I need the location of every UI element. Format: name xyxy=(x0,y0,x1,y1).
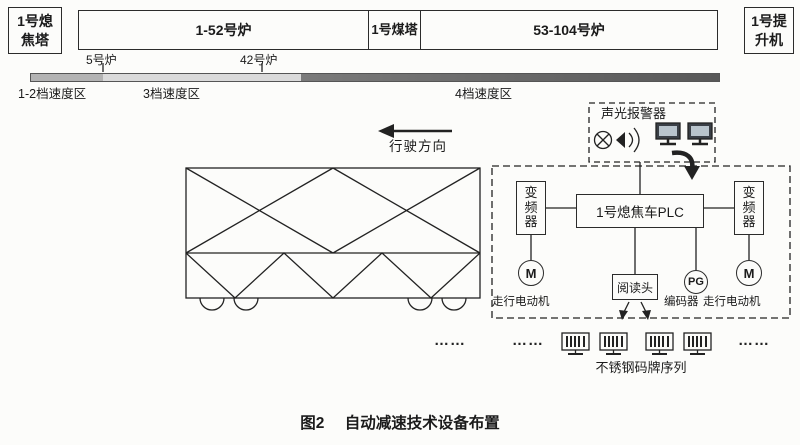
furnace-row: 1-52号炉 1号煤塔 53-104号炉 xyxy=(78,10,718,50)
furnace-1-52-label: 1-52号炉 xyxy=(195,21,252,38)
figure-caption: 图2 自动减速技术设备布置 xyxy=(0,411,800,433)
wheel-icon xyxy=(407,297,433,311)
vfd-left-box: 变频器 xyxy=(516,181,546,235)
barcode-plate-icon xyxy=(645,332,674,355)
monitor-icon xyxy=(687,122,713,146)
quench-tower-box: 1号熄焦塔 xyxy=(8,7,62,54)
figure-title: 自动减速技术设备布置 xyxy=(344,415,500,432)
reader-label: 阅读头 xyxy=(616,280,653,295)
figure-number: 图2 xyxy=(300,415,325,432)
barcode-plate-icon xyxy=(561,332,590,355)
motor-left-circle: M xyxy=(518,260,544,286)
coal-tower-label: 1号煤塔 xyxy=(371,21,418,37)
monitor-icon xyxy=(655,122,681,146)
vfd-left-label: 变频器 xyxy=(524,185,538,230)
plc-box: 1号熄焦车PLC xyxy=(576,194,704,228)
furnace-42-label: 42号炉 xyxy=(240,53,278,67)
encoder-pg-circle: PG xyxy=(684,270,708,294)
wheel-icon xyxy=(199,297,225,311)
speed-zone-1-2-segment xyxy=(31,74,103,81)
alarm-light-icon xyxy=(593,130,613,150)
speed-zone-bar xyxy=(30,73,720,82)
speed-zone-3-segment xyxy=(103,74,301,81)
encoder-pg-label: PG xyxy=(688,276,704,288)
barcode-plate-icon xyxy=(683,332,712,355)
speed-zone-4-segment xyxy=(301,74,719,81)
hoist-label: 1号提升机 xyxy=(751,13,787,48)
furnace-1-52-cell: 1-52号炉 xyxy=(79,11,369,49)
connector-lines xyxy=(530,162,750,274)
code-plate-label: 不锈钢码牌序列 xyxy=(595,360,687,375)
reader-arrows-icon xyxy=(619,301,651,320)
motor-left-m: M xyxy=(525,265,537,281)
ellipsis-left-outer: …… xyxy=(434,332,466,349)
equipment-dashed-box xyxy=(491,165,791,319)
furnace-53-104-cell: 53-104号炉 xyxy=(421,11,717,49)
alarm-label: 声光报警器 xyxy=(601,106,667,121)
vfd-right-label: 变频器 xyxy=(742,185,756,230)
furnace-53-104-label: 53-104号炉 xyxy=(533,21,605,38)
motor-left-label: 走行电动机 xyxy=(492,296,550,308)
ellipsis-right: …… xyxy=(738,332,770,349)
vfd-right-box: 变频器 xyxy=(734,181,764,235)
motor-right-m: M xyxy=(743,265,755,281)
wheel-icon xyxy=(233,297,259,311)
furnace-5-label: 5号炉 xyxy=(86,53,117,67)
ellipsis-left-inner: …… xyxy=(512,332,544,349)
zone-4-label: 4档速度区 xyxy=(455,87,512,101)
wheel-icon xyxy=(441,297,467,311)
motor-right-label: 走行电动机 xyxy=(703,296,761,308)
direction-arrow-icon xyxy=(378,124,452,138)
down-arrow-icon xyxy=(671,150,700,180)
speaker-icon xyxy=(616,127,640,153)
alarm-dashed-box xyxy=(588,102,716,163)
reader-box: 阅读头 xyxy=(612,274,658,300)
motor-right-circle: M xyxy=(736,260,762,286)
zone-1-2-label: 1-2档速度区 xyxy=(18,87,87,101)
hoist-box: 1号提升机 xyxy=(744,7,794,54)
zone-3-label: 3档速度区 xyxy=(143,87,200,101)
coal-tower-cell: 1号煤塔 xyxy=(369,11,421,49)
barcode-plate-icon xyxy=(599,332,628,355)
direction-label: 行驶方向 xyxy=(389,139,447,154)
encoder-label: 编码器 xyxy=(664,296,699,308)
quench-tower-label: 1号熄焦塔 xyxy=(17,13,53,48)
plc-label: 1号熄焦车PLC xyxy=(596,205,684,220)
quench-car-drawing xyxy=(185,167,481,311)
